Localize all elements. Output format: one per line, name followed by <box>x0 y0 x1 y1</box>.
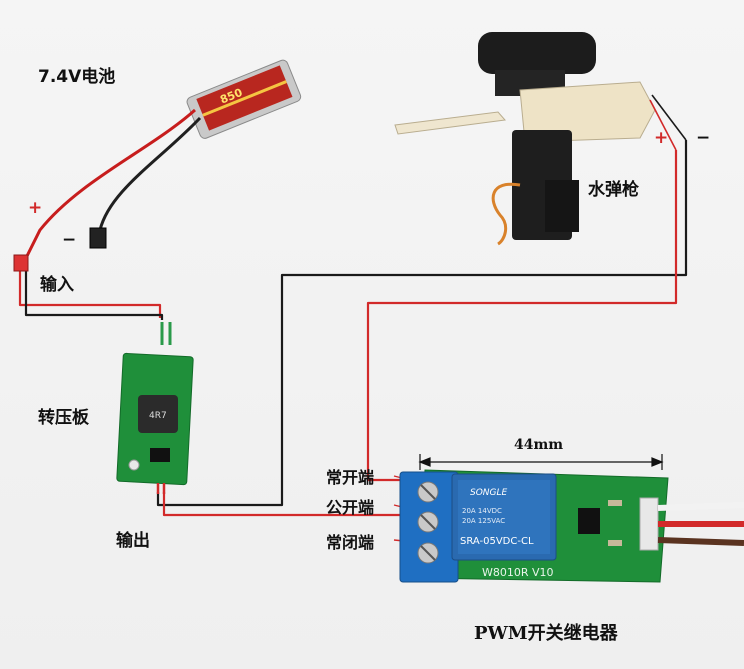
output-red-wire <box>162 492 414 517</box>
screw-slot-no <box>420 484 436 500</box>
no-red-wire <box>366 150 678 482</box>
converter-input-leads <box>160 322 172 345</box>
gun-plus-sign: + <box>654 128 669 148</box>
battery-black-lead <box>98 116 202 231</box>
gun-minus-sign: − <box>696 128 711 148</box>
screw-slot-com <box>420 514 436 530</box>
converter-board: 4R7 <box>116 322 194 494</box>
com-terminal-label: 公开端 <box>326 498 375 517</box>
gun-barrel <box>394 111 506 135</box>
relay-smd-1 <box>608 500 622 506</box>
converter-label: 转压板 <box>38 408 89 428</box>
converter-output-leads <box>156 483 166 494</box>
output-label: 输出 <box>116 531 150 551</box>
relay-rating-1: 20A 14VDC <box>462 507 502 515</box>
converter-chip <box>150 448 170 462</box>
input-black-wire <box>24 268 164 320</box>
relay-signal-wire-white <box>657 502 744 511</box>
servo-motor <box>545 180 579 232</box>
nc-terminal-label: 常闭端 <box>326 533 375 552</box>
relay-pin-header <box>639 497 659 551</box>
battery: 850 <box>13 59 302 272</box>
gun-lead-black <box>651 94 687 141</box>
relay-sticker <box>458 480 550 554</box>
relay-rating-2: 20A 125VAC <box>462 517 505 525</box>
battery-stripe <box>202 80 287 117</box>
relay-signal-wire-brown <box>657 537 744 546</box>
relay-title: PWM开关继电器 <box>474 623 618 644</box>
water-gun-label: 水弹枪 <box>588 180 639 200</box>
battery-red-lead <box>22 108 196 263</box>
battery-balance-connector <box>89 227 107 249</box>
dimension-line <box>418 454 664 470</box>
relay-model: SRA-05VDC-CL <box>460 536 534 547</box>
screw-slot-nc <box>420 545 436 561</box>
gun-sight <box>478 32 596 74</box>
water-gun <box>394 32 687 246</box>
relay-ic <box>578 508 600 534</box>
board-model: W8010R V10 <box>482 566 554 579</box>
relay-module: SONGLE 20A 14VDC 20A 125VAC SRA-05VDC-CL… <box>399 469 744 583</box>
output-black-wire <box>156 140 688 507</box>
converter-trimmer <box>128 459 140 471</box>
no-terminal-label: 常开端 <box>326 468 375 487</box>
battery-red-connector <box>13 254 29 272</box>
dimension-label: 44mm <box>514 437 564 453</box>
input-label: 输入 <box>40 275 74 295</box>
relay-smd-2 <box>608 540 622 546</box>
relay-brand: SONGLE <box>470 488 508 498</box>
battery-label-text: 7.4V电池 <box>38 67 116 87</box>
inductor-marking: 4R7 <box>149 411 167 421</box>
battery-plus-sign: + <box>28 198 43 218</box>
input-red-wire <box>18 270 162 318</box>
gun-lead-red <box>649 99 677 151</box>
battery-minus-sign: − <box>62 230 77 250</box>
servo-cable <box>491 182 521 246</box>
converter-inductor <box>138 395 178 433</box>
